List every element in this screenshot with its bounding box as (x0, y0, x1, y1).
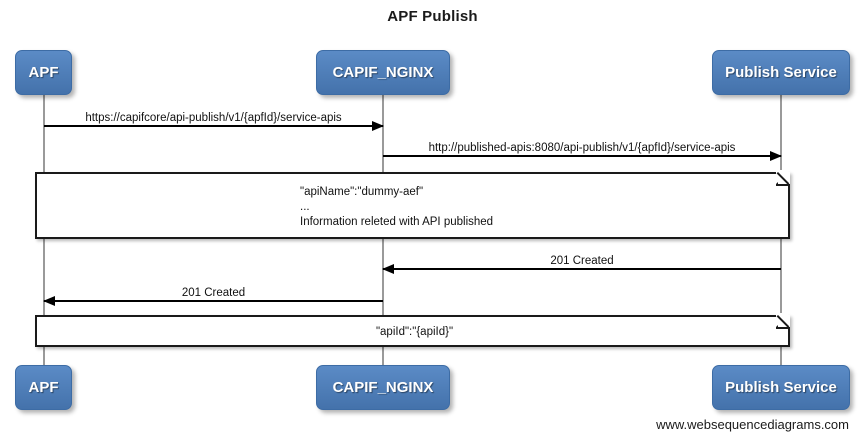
message-line-2 (383, 155, 781, 157)
participant-capif-nginx-bottom-label: CAPIF_NGINX (332, 379, 434, 396)
footer-credit: www.websequencediagrams.com (656, 417, 849, 432)
participant-capif-nginx-top-label: CAPIF_NGINX (332, 64, 434, 81)
arrow-head-right-icon (770, 151, 782, 161)
message-label-3: 201 Created (550, 255, 614, 267)
message-capif-nginx-to-apf: 201 Created (43, 280, 383, 306)
message-line-3 (383, 268, 781, 270)
participant-publish-service-top[interactable]: Publish Service (712, 50, 850, 95)
participant-apf-top-label: APF (28, 64, 59, 81)
participant-publish-service-top-label: Publish Service (725, 64, 837, 81)
message-label-4: 201 Created (181, 287, 246, 299)
message-line-4 (44, 300, 383, 302)
arrow-head-left-icon (43, 296, 55, 306)
participant-apf-top[interactable]: APF (15, 50, 72, 95)
arrow-head-right-icon (372, 121, 384, 131)
note-response-body-text: "apiId":"{apiId}" (375, 326, 454, 338)
message-publish-service-to-capif-nginx: 201 Created (382, 248, 781, 274)
participant-capif-nginx-top[interactable]: CAPIF_NGINX (316, 50, 450, 95)
note-request-body: "apiName":"dummy-aef" ... Information re… (35, 170, 790, 239)
diagram-title: APF Publish (387, 8, 478, 25)
participant-publish-service-bottom-label: Publish Service (725, 379, 837, 396)
arrow-head-left-icon (382, 264, 394, 274)
message-label-1: https://capifcore/api-publish/v1/{apfId}… (85, 112, 342, 124)
message-apf-to-capif-nginx: https://capifcore/api-publish/v1/{apfId}… (44, 105, 384, 131)
message-label-2: http://published-apis:8080/api-publish/v… (428, 142, 736, 154)
participant-publish-service-bottom[interactable]: Publish Service (712, 365, 850, 410)
message-capif-nginx-to-publish-service: http://published-apis:8080/api-publish/v… (383, 135, 782, 161)
note-fold-corner-icon (776, 170, 790, 186)
participant-capif-nginx-bottom[interactable]: CAPIF_NGINX (316, 365, 450, 410)
note-request-body-text: "apiName":"dummy-aef" ... Information re… (300, 186, 494, 228)
note-fold-corner-icon (776, 313, 790, 329)
participant-apf-bottom-label: APF (28, 379, 59, 396)
note-response-body: "apiId":"{apiId}" (35, 313, 790, 347)
participant-apf-bottom[interactable]: APF (15, 365, 72, 410)
message-line-1 (44, 125, 383, 127)
